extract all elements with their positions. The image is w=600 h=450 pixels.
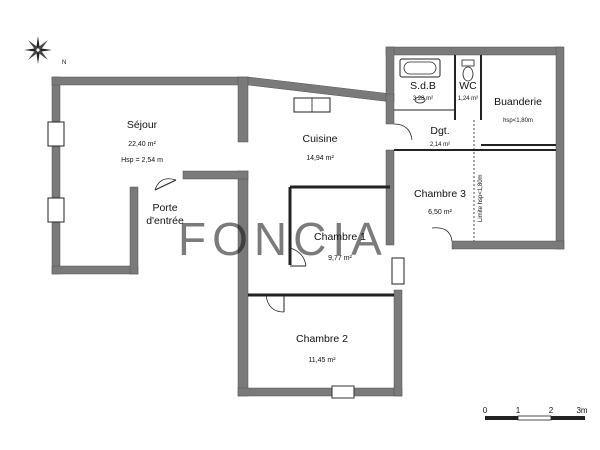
scale-mark-0: 0	[483, 406, 488, 415]
room-chambre1-name: Chambre 1	[314, 231, 366, 243]
scale-mark-3: 3m	[576, 406, 587, 415]
scale-mark-1: 1	[516, 406, 521, 415]
room-dgt-area: 2,14 m²	[430, 142, 450, 148]
height-limit-label: Limite hsp<1,80m	[478, 174, 484, 222]
room-buanderie-name: Buanderie	[494, 96, 542, 108]
compass-north-label: N	[62, 60, 66, 66]
entry-label-line2: d'entrée	[146, 215, 184, 227]
scale-bar: 0 1 2 3m	[483, 406, 588, 421]
room-buanderie-height: hsp<1,80m	[503, 118, 533, 124]
room-chambre1-area: 9,77 m²	[328, 255, 352, 262]
room-cuisine-name: Cuisine	[302, 133, 337, 145]
compass-rose-icon	[24, 36, 52, 64]
watermark-text: FONCIA	[178, 213, 388, 265]
room-cuisine-area: 14,94 m²	[306, 155, 334, 162]
interior-partitions	[47, 55, 556, 313]
room-sejour-name: Séjour	[127, 119, 158, 131]
room-chambre3-area: 6,50 m²	[428, 209, 452, 216]
room-wc-area: 1,24 m²	[458, 96, 478, 102]
entry-label-line1: Porte	[152, 202, 177, 214]
room-chambre2-name: Chambre 2	[296, 333, 348, 345]
scale-mark-2: 2	[549, 406, 554, 415]
room-wc-name: WC	[459, 80, 477, 92]
room-sdb-area: 3,28 m²	[413, 96, 433, 102]
room-sejour-area: 22,40 m²	[128, 141, 156, 148]
walls	[51, 46, 565, 399]
room-chambre3-name: Chambre 3	[414, 188, 466, 200]
room-sdb-name: S.d.B	[410, 80, 436, 92]
room-sejour-height: Hsp = 2,54 m	[121, 157, 163, 164]
room-chambre2-area: 11,45 m²	[308, 357, 336, 364]
room-dgt-name: Dgt.	[430, 125, 449, 137]
